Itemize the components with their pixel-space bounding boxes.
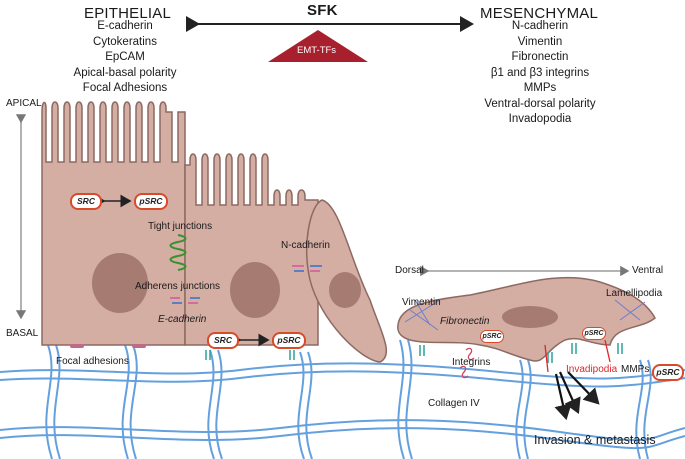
mesenchymal-marker: N-cadherin bbox=[511, 20, 569, 32]
mesenchymal-marker: Fibronectin bbox=[511, 51, 569, 63]
invasion-label: Invasion & metastasis bbox=[534, 433, 656, 447]
vimentin-filaments bbox=[404, 299, 646, 331]
epithelial-marker: Focal Adhesions bbox=[82, 82, 168, 94]
src-badge-top: SRC bbox=[70, 193, 102, 210]
fibronectin-label: Fibronectin bbox=[440, 316, 490, 327]
dorsal-label: Dorsal bbox=[395, 265, 424, 276]
tight-junctions-label: Tight junctions bbox=[148, 221, 213, 232]
focal-adhesion-plaques bbox=[70, 344, 146, 348]
epithelial-marker: Apical-basal polarity bbox=[73, 66, 177, 79]
psrc-badge-bottom: pSRC bbox=[272, 332, 306, 349]
psrc-badge-top: pSRC bbox=[134, 193, 168, 210]
epithelial-marker-list: E-cadherin Cytokeratins EpCAM Apical-bas… bbox=[60, 19, 190, 97]
mesenchymal-marker: MMPs bbox=[523, 82, 557, 94]
apical-label: APICAL bbox=[6, 98, 42, 109]
integrins-label: Integrins bbox=[452, 357, 491, 368]
psrc-badge-invadopodia: pSRC bbox=[582, 327, 606, 340]
mmps-label: MMPs bbox=[621, 364, 650, 375]
ventral-label: Ventral bbox=[632, 265, 664, 276]
focal-adhesions-label: Focal adhesions bbox=[56, 356, 129, 367]
epithelial-marker: Cytokeratins bbox=[93, 35, 157, 48]
n-cadherin-junction bbox=[292, 265, 322, 272]
mesenchymal-marker: β1 and β3 integrins bbox=[490, 66, 590, 79]
epithelial-cell-left bbox=[41, 101, 186, 346]
lamellipodia-label: Lamellipodia bbox=[606, 288, 663, 299]
psrc-badge-free: pSRC bbox=[652, 364, 684, 381]
vimentin-label: Vimentin bbox=[402, 297, 441, 308]
invadopodia-protrusions bbox=[544, 339, 611, 373]
emt-tfs-label: EMT-TFs bbox=[297, 45, 337, 56]
invasion-arrows bbox=[554, 371, 600, 421]
nucleus-spindle bbox=[329, 272, 361, 308]
adherens-junction bbox=[170, 297, 200, 304]
nucleus-middle bbox=[230, 262, 280, 318]
e-cadherin-label: E-cadherin bbox=[158, 314, 207, 325]
integrin-markers bbox=[205, 343, 623, 363]
nucleus-mesenchymal bbox=[502, 306, 558, 328]
epithelial-marker: E-cadherin bbox=[97, 20, 153, 32]
mesenchymal-title: MESENCHYMAL bbox=[480, 5, 599, 22]
epithelial-title: EPITHELIAL bbox=[84, 5, 172, 22]
mesenchymal-marker: Ventral-dorsal polarity bbox=[484, 97, 596, 110]
src-badge-bottom: SRC bbox=[207, 332, 239, 349]
adherens-junctions-label: Adherens junctions bbox=[135, 281, 221, 292]
emt-triangle bbox=[268, 30, 368, 62]
mesenchymal-marker-list: N-cadherin Vimentin Fibronectin β1 and β… bbox=[470, 19, 610, 128]
epithelial-marker: EpCAM bbox=[105, 51, 145, 63]
fibronectin-markers bbox=[459, 347, 475, 379]
epithelial-cell-middle bbox=[184, 153, 319, 346]
basal-label: BASAL bbox=[6, 328, 39, 339]
mesenchymal-marker: Invadopodia bbox=[508, 113, 572, 125]
collagen-label: Collagen IV bbox=[428, 398, 480, 409]
invadipodia-label: Invadipodia bbox=[566, 364, 618, 375]
nucleus-left bbox=[92, 253, 148, 313]
psrc-badge-fibronectin: pSRC bbox=[480, 330, 504, 343]
n-cadherin-label: N-cadherin bbox=[281, 240, 330, 251]
collagen-network bbox=[0, 339, 685, 459]
tight-junction-coil bbox=[169, 234, 187, 271]
sfk-title: SFK bbox=[307, 2, 338, 19]
mesenchymal-marker: Vimentin bbox=[517, 35, 563, 48]
